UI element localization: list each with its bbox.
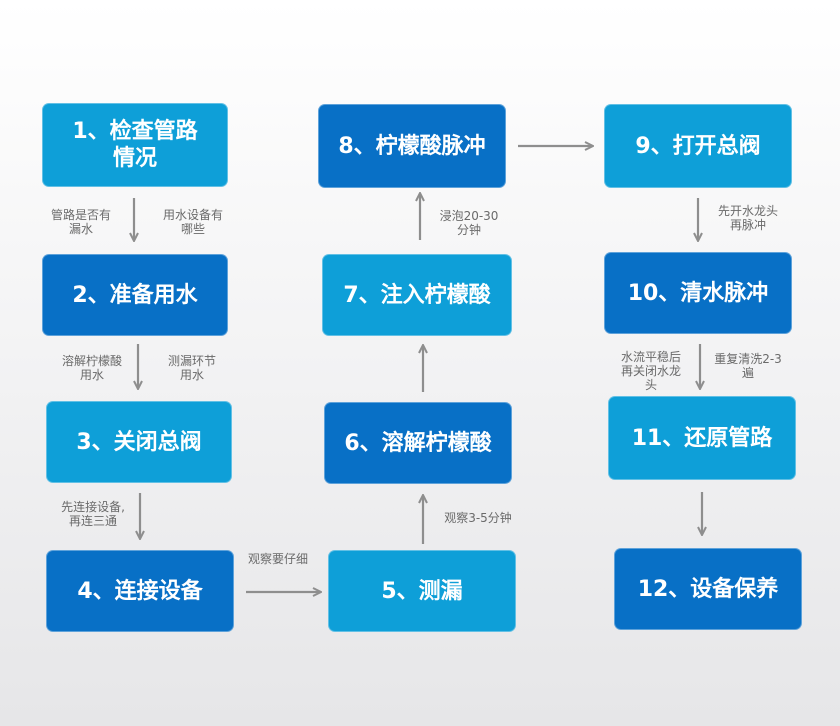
note-soak-time: 浸泡20-30 分钟 [439,209,499,237]
note-observe-carefully: 观察要仔细 [247,552,308,566]
note-leak-test-water: 测漏环节 用水 [167,354,216,382]
step-6-dissolve-citric-acid: 6、溶解柠檬酸 [324,402,512,484]
note-connect-order: 先连接设备, 再连三通 [61,500,125,528]
step-7-label: 7、注入柠檬酸 [343,282,491,308]
step-2-prepare-water: 2、准备用水 [42,254,228,336]
step-1-label: 1、检查管路 情况 [72,119,198,171]
note-close-tap: 水流平稳后 再关闭水龙 头 [620,350,681,392]
step-5-label: 5、测漏 [381,578,463,604]
step-5-leak-test: 5、测漏 [328,550,516,632]
step-1-check-pipes: 1、检查管路 情况 [42,103,228,187]
step-2-label: 2、准备用水 [72,282,198,308]
note-check-leak: 管路是否有 漏水 [50,208,111,236]
step-12-label: 12、设备保养 [637,576,779,602]
step-9-open-main-valve: 9、打开总阀 [604,104,792,188]
step-12-device-maintenance: 12、设备保养 [614,548,802,630]
step-3-label: 3、关闭总阀 [76,429,202,455]
step-4-label: 4、连接设备 [77,578,203,604]
note-water-devices: 用水设备有 哪些 [162,208,223,236]
step-8-label: 8、柠檬酸脉冲 [338,133,486,159]
step-7-inject-citric-acid: 7、注入柠檬酸 [322,254,512,336]
step-11-restore-pipes: 11、还原管路 [608,396,796,480]
note-repeat-wash: 重复清洗2-3 遍 [714,352,782,380]
note-open-tap-first: 先开水龙头 再脉冲 [717,204,778,232]
note-dissolve-water: 溶解柠檬酸 用水 [61,354,122,382]
step-6-label: 6、溶解柠檬酸 [344,430,492,456]
step-10-clean-water-pulse: 10、清水脉冲 [604,252,792,334]
step-4-connect-device: 4、连接设备 [46,550,234,632]
step-10-label: 10、清水脉冲 [627,280,769,306]
note-observe-minutes: 观察3-5分钟 [444,511,512,525]
step-11-label: 11、还原管路 [631,425,773,451]
step-9-label: 9、打开总阀 [635,133,761,159]
step-3-close-main-valve: 3、关闭总阀 [46,401,232,483]
step-8-citric-acid-pulse: 8、柠檬酸脉冲 [318,104,506,188]
